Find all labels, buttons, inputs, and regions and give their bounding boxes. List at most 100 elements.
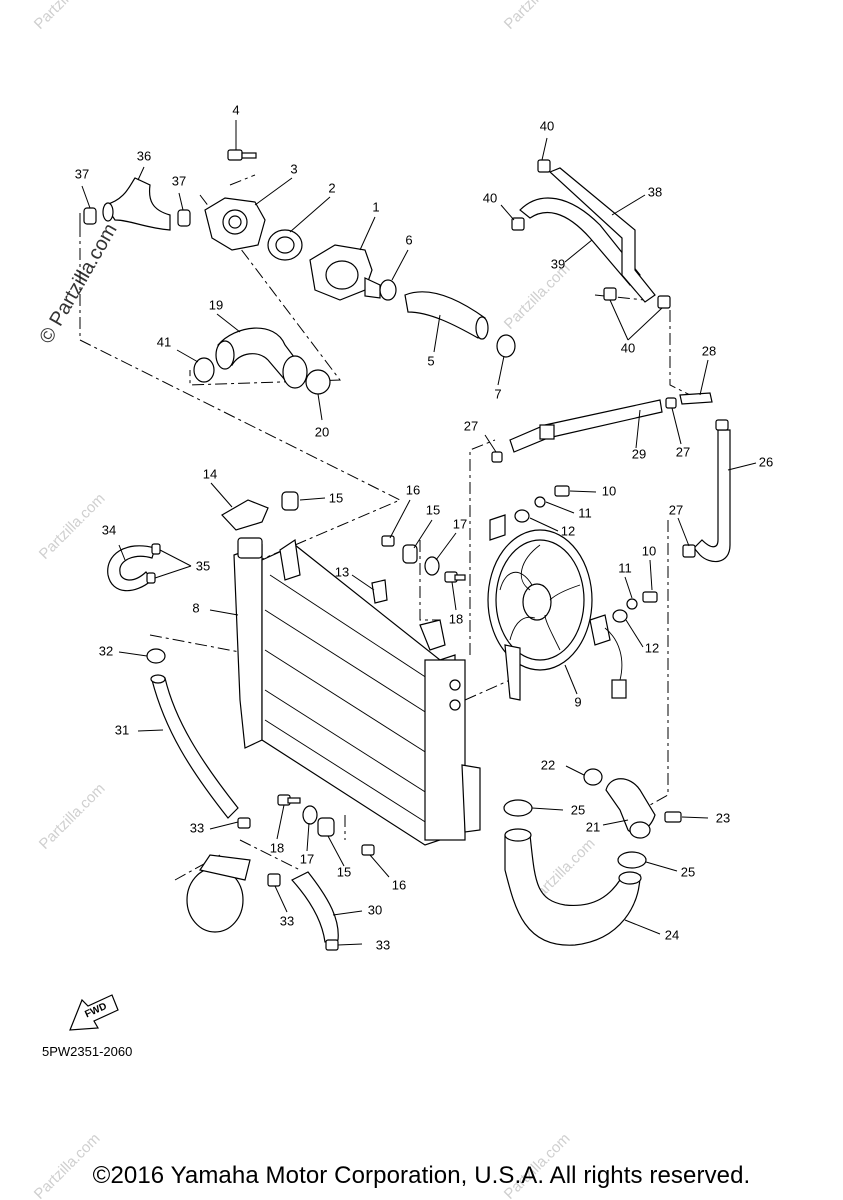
part-23-bolt (664, 811, 682, 823)
callout: 10 (642, 543, 656, 558)
part-36-hose (102, 177, 171, 231)
callout: 2 (328, 180, 335, 195)
part-34-hose (107, 543, 161, 592)
part-4-bolt (227, 149, 257, 161)
callout: 37 (172, 173, 186, 188)
diagram-code: 5PW2351-2060 (42, 1044, 133, 1059)
part-5-hose (404, 291, 489, 340)
part-31-hose (146, 648, 239, 819)
callout: 40 (483, 190, 497, 205)
leader-lines (81, 120, 757, 946)
part-30-hose (291, 871, 339, 951)
partzilla-watermark: © Partzilla.com (35, 220, 121, 348)
callout: 4 (232, 102, 239, 117)
part-41-clamp (193, 357, 215, 383)
watermark: Partzilla.com (36, 490, 109, 563)
callouts: 1 2 3 4 5 6 7 8 9 10 10 11 11 12 12 13 1… (75, 102, 773, 952)
copyright-footer: ©2016 Yamaha Motor Corporation, U.S.A. A… (92, 1162, 751, 1189)
part-8-radiator (233, 537, 481, 846)
callout: 32 (99, 643, 113, 658)
callout: 11 (578, 505, 592, 520)
callout: 26 (759, 454, 773, 469)
callout: 18 (270, 840, 284, 855)
part-9-fan (487, 514, 627, 701)
part-33-clamp (237, 817, 251, 829)
part-2-thermostat (267, 229, 303, 261)
callout: 40 (621, 340, 635, 355)
callout: 28 (702, 343, 716, 358)
part-27-clamp (665, 397, 677, 409)
reservoir-tank (186, 854, 281, 933)
callout: 16 (392, 877, 406, 892)
callout: 33 (376, 937, 390, 952)
callout: 29 (632, 446, 646, 461)
callout: 7 (494, 386, 501, 401)
callout: 20 (315, 424, 329, 439)
callout: 31 (115, 722, 129, 737)
callout: 23 (716, 810, 730, 825)
callout: 40 (540, 118, 554, 133)
callout: 41 (157, 334, 171, 349)
part-26-hose (682, 419, 731, 563)
callout: 10 (602, 483, 616, 498)
callout: 24 (665, 927, 679, 942)
callout: 25 (681, 864, 695, 879)
callout: 17 (453, 516, 467, 531)
callout: 15 (329, 490, 343, 505)
part-28-joint (679, 392, 713, 405)
callout: 38 (648, 184, 662, 199)
callout: 12 (561, 523, 575, 538)
callout: 25 (571, 802, 585, 817)
callout: 1 (372, 199, 379, 214)
parts-15-18-fasteners (277, 491, 466, 856)
callout: 11 (618, 560, 632, 575)
callout: 35 (196, 558, 210, 573)
part-21-elbow (605, 778, 656, 839)
part-19-elbow (215, 327, 308, 389)
part-13-bracket (371, 579, 388, 604)
watermark: Partzilla.com (36, 780, 109, 853)
part-20-clamp (305, 369, 331, 395)
parts-10-12-fasteners (514, 485, 658, 623)
callout: 27 (464, 418, 478, 433)
callout: 36 (137, 148, 151, 163)
callout: 19 (209, 297, 223, 312)
callout: 21 (586, 819, 600, 834)
watermark: Partzilla.com (31, 0, 104, 33)
callout: 30 (368, 902, 382, 917)
callout: 8 (192, 600, 199, 615)
callout: 15 (426, 502, 440, 517)
callout: 13 (335, 564, 349, 579)
part-25-clamp (503, 799, 533, 817)
callout: 37 (75, 166, 89, 181)
part-37-caps (83, 207, 191, 227)
callout: 33 (190, 820, 204, 835)
callout: 18 (449, 611, 463, 626)
part-7-clamp (496, 334, 516, 358)
part-24-hose (504, 828, 642, 946)
callout: 27 (669, 502, 683, 517)
callout: 27 (676, 444, 690, 459)
callout: 17 (300, 851, 314, 866)
part-25-clamp (617, 851, 647, 869)
callout: 3 (290, 161, 297, 176)
callout: 9 (574, 694, 581, 709)
part-27-clamp (491, 451, 503, 463)
part-1-housing (309, 244, 381, 301)
part-29-pipe (509, 399, 663, 453)
part-14-cap (221, 499, 269, 531)
part-22-oring (583, 768, 603, 786)
watermark: Partzilla.com (501, 0, 574, 33)
callout: 34 (102, 522, 116, 537)
callout: 6 (405, 232, 412, 247)
callout: 14 (203, 466, 217, 481)
callout: 16 (406, 482, 420, 497)
part-3-cover (204, 197, 266, 251)
callout: 5 (427, 353, 434, 368)
callout: 22 (541, 757, 555, 772)
callout: 12 (645, 640, 659, 655)
callout: 39 (551, 256, 565, 271)
fwd-arrow-icon: FWD (69, 994, 119, 1031)
part-6-clamp (379, 279, 397, 301)
